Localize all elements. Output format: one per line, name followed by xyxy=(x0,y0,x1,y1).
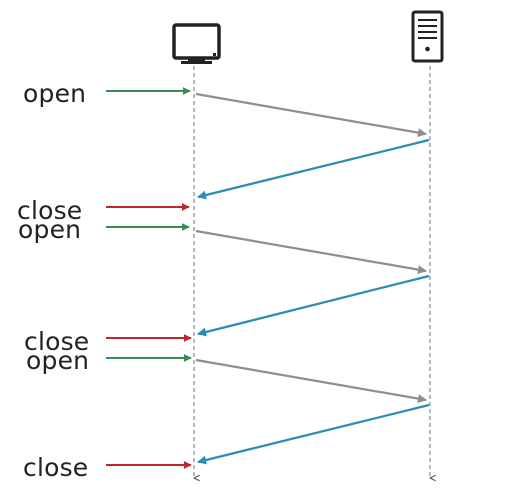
response-message-arrow xyxy=(197,274,430,337)
open-label: open xyxy=(23,79,87,108)
server-tower-icon xyxy=(411,10,444,63)
close-label: close xyxy=(17,196,83,225)
close-label: close xyxy=(24,327,90,356)
monitor-icon xyxy=(172,23,221,64)
response-message-arrow xyxy=(197,403,430,465)
open-label: open xyxy=(26,346,90,375)
request-message-arrow xyxy=(195,92,427,138)
close-label: close xyxy=(23,453,89,482)
open-label: open xyxy=(18,215,82,244)
request-message-arrow xyxy=(195,229,427,275)
request-message-arrow xyxy=(195,358,427,404)
response-message-arrow xyxy=(197,138,430,200)
